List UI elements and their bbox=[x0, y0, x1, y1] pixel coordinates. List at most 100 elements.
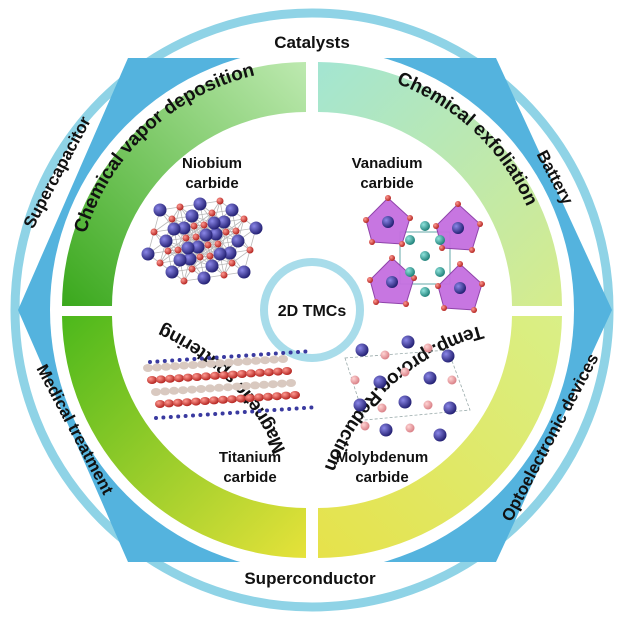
surface-atom bbox=[259, 352, 263, 357]
surface-atom bbox=[154, 416, 158, 420]
lattice-bond bbox=[193, 212, 213, 227]
ti-c-atom bbox=[264, 368, 274, 377]
surface-atom bbox=[265, 408, 269, 413]
ti-c-atom bbox=[143, 364, 153, 372]
surface-atom bbox=[170, 358, 175, 363]
nb-atom bbox=[173, 253, 187, 267]
ti-c-atom bbox=[182, 398, 192, 407]
surface-atom bbox=[309, 405, 314, 410]
c-atom bbox=[400, 367, 410, 377]
c-atom bbox=[190, 222, 198, 230]
ti-c-atom bbox=[282, 367, 292, 375]
ti-c-atom bbox=[214, 383, 224, 392]
ti-c-atom bbox=[228, 370, 238, 379]
ti-c-atom bbox=[255, 368, 265, 377]
ti-c-atom bbox=[173, 398, 183, 407]
method-band-upper-left bbox=[62, 62, 306, 306]
surface-atom bbox=[242, 410, 247, 414]
surface-atom bbox=[198, 413, 203, 417]
ti-c-atom bbox=[151, 388, 161, 396]
c-atom bbox=[150, 228, 158, 236]
c-atom bbox=[423, 343, 433, 353]
surface-atom bbox=[155, 359, 160, 364]
nb-atom bbox=[199, 228, 213, 242]
surface-atom bbox=[199, 356, 204, 361]
ti-c-atom bbox=[263, 392, 273, 401]
nb-atom bbox=[205, 259, 219, 273]
surface-atom bbox=[302, 406, 306, 410]
surface-atom bbox=[250, 409, 255, 414]
mo-atom bbox=[433, 428, 447, 442]
c-atom bbox=[373, 299, 379, 305]
ti-c-atom bbox=[209, 396, 219, 405]
nb-atom bbox=[183, 252, 197, 266]
c-atom bbox=[411, 275, 417, 281]
c-atom bbox=[433, 223, 439, 229]
c-atom bbox=[204, 241, 212, 249]
c-atom bbox=[471, 307, 477, 313]
ti-c-atom bbox=[219, 371, 229, 380]
ti-c-atom bbox=[210, 371, 220, 380]
c-atom bbox=[360, 421, 370, 431]
ti-c-atom bbox=[169, 386, 179, 395]
ti-c-atom bbox=[206, 359, 216, 368]
surface-atom bbox=[251, 353, 256, 357]
surface-atom bbox=[207, 356, 212, 360]
c-atom bbox=[180, 277, 188, 285]
c-atom bbox=[457, 261, 463, 267]
nb-atom bbox=[185, 209, 199, 223]
nb-atom bbox=[231, 234, 245, 248]
surface-atom bbox=[214, 355, 219, 360]
surface-atom bbox=[296, 350, 300, 354]
surface-atom bbox=[177, 358, 182, 362]
method-band-lower-right bbox=[318, 316, 562, 558]
ti-c-atom bbox=[241, 382, 251, 390]
ti-c-atom bbox=[218, 395, 228, 404]
surface-atom bbox=[228, 411, 232, 415]
ti-c-atom bbox=[233, 358, 243, 366]
nb-atom bbox=[223, 246, 237, 260]
c-atom bbox=[222, 228, 230, 236]
c-atom bbox=[196, 253, 204, 261]
lattice-bond bbox=[231, 249, 251, 264]
c-atom bbox=[363, 217, 369, 223]
ti-c-atom bbox=[196, 385, 206, 393]
nb-atom bbox=[217, 215, 231, 229]
c-atom bbox=[156, 259, 164, 267]
surface-atom bbox=[176, 414, 181, 419]
ti-c-atom bbox=[246, 369, 256, 378]
c-atom bbox=[174, 246, 182, 254]
nb-atom bbox=[207, 216, 221, 230]
ti-c-atom bbox=[147, 376, 157, 384]
c-atom bbox=[439, 245, 445, 251]
material-molybdenum-line1: Molybdenum bbox=[336, 449, 429, 466]
ti-c-atom bbox=[272, 392, 282, 401]
mo-atom bbox=[355, 343, 369, 357]
unit-cell bbox=[344, 349, 471, 421]
mo-atom bbox=[373, 375, 387, 389]
ti-c-atom bbox=[260, 356, 270, 365]
molybdenum-carbide-structure bbox=[344, 335, 471, 442]
nb-atom bbox=[237, 265, 251, 279]
v-atom bbox=[382, 216, 394, 228]
unit-cell bbox=[399, 231, 451, 285]
ti-c-atom bbox=[245, 394, 255, 402]
ti-c-atom bbox=[155, 400, 165, 408]
c-atom bbox=[423, 400, 433, 410]
c-atom bbox=[214, 240, 222, 248]
ti-c-atom bbox=[201, 372, 211, 381]
ti-c-atom bbox=[200, 397, 210, 405]
surface-atom bbox=[303, 349, 308, 354]
ti-c-atom bbox=[192, 373, 202, 381]
v-atom bbox=[452, 222, 464, 234]
c-atom bbox=[435, 283, 441, 289]
c-atom bbox=[479, 281, 485, 287]
surface-atom bbox=[185, 357, 189, 362]
ti-c-atom bbox=[205, 384, 215, 393]
c-atom bbox=[168, 215, 176, 223]
surface-atom bbox=[192, 357, 197, 361]
ti-c-atom bbox=[273, 367, 283, 376]
ti-c-atom bbox=[188, 361, 198, 369]
c-atom bbox=[407, 215, 413, 221]
